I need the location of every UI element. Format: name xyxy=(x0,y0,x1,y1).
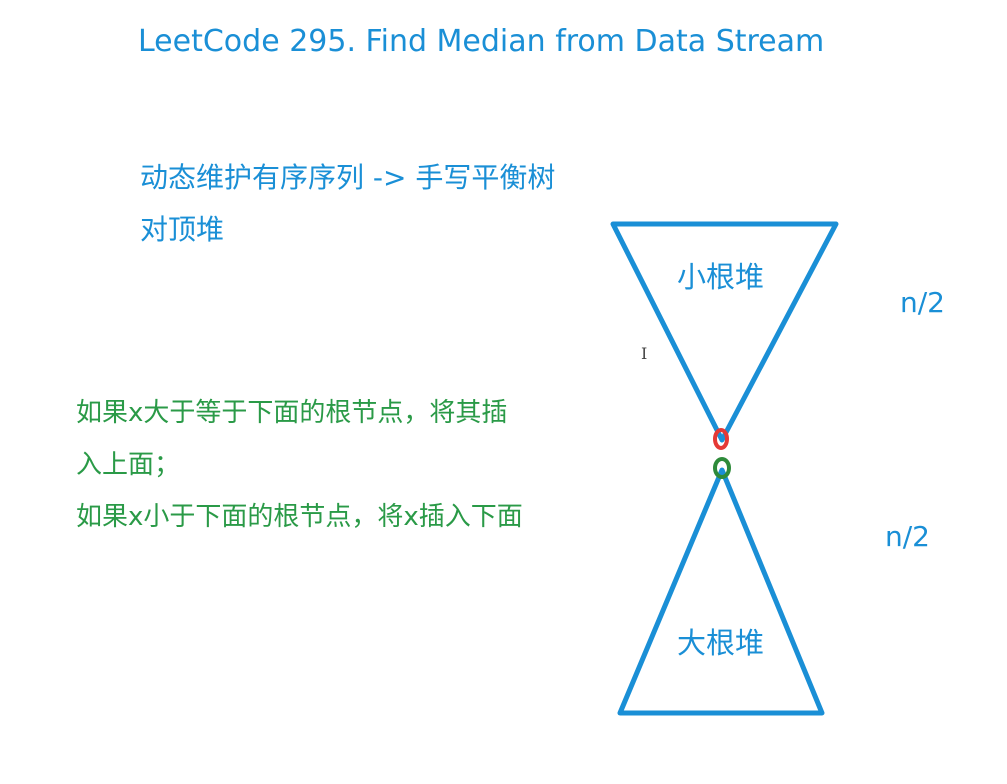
max-heap-triangle xyxy=(617,467,825,716)
max-heap-label: 大根堆 xyxy=(677,626,765,660)
text-cursor-icon: I xyxy=(641,344,648,363)
max-heap-root-marker xyxy=(713,457,731,479)
bottom-size-label: n/2 xyxy=(885,520,930,553)
rule-line-2: 入上面； xyxy=(76,450,181,480)
min-heap-root-marker xyxy=(713,428,729,450)
note-dual-heap: 对顶堆 xyxy=(140,213,225,246)
note-balanced-tree: 动态维护有序序列 -> 手写平衡树 xyxy=(140,161,556,194)
page-title: LeetCode 295. Find Median from Data Stre… xyxy=(138,24,825,59)
rule-line-1: 如果x大于等于下面的根节点，将其插 xyxy=(76,398,508,428)
min-heap-label: 小根堆 xyxy=(677,260,765,294)
top-size-label: n/2 xyxy=(900,286,945,319)
min-heap-triangle xyxy=(610,221,839,443)
rule-line-3: 如果x小于下面的根节点，将x插入下面 xyxy=(76,502,523,532)
